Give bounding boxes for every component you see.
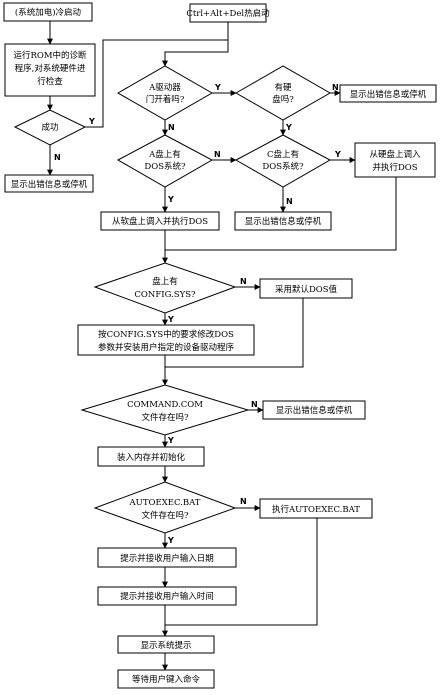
label-ados-no: N <box>214 150 221 159</box>
node-prompt-date-label: 提示并接收用户输入日期 <box>120 553 214 564</box>
node-autoexec-check-line-2: 文件存在吗? <box>141 510 189 521</box>
label-autoexec-no: N <box>240 497 247 506</box>
node-command-check-line-1: COMMAND.COM <box>127 400 203 410</box>
node-show-error-3-label: 显示出错信息或停机 <box>245 216 322 227</box>
node-show-error-1: 显示出错信息或停机 <box>4 174 94 193</box>
node-rom-diag-line-3: 行检查 <box>37 76 63 87</box>
node-command-check-line-2: 文件存在吗? <box>141 412 189 423</box>
edge-success-merge <box>85 39 228 128</box>
edge-default-merge <box>165 298 304 368</box>
node-a-dos: A盘上有 DOS系统? <box>116 134 214 188</box>
node-run-autoexec: 执行AUTOEXEC.BAT <box>259 498 373 519</box>
node-prompt-date: 提示并接收用户输入日期 <box>97 547 237 568</box>
node-config-check-line-1: 盘上有 <box>152 276 178 287</box>
node-a-dos-line-1: A盘上有 <box>148 149 181 160</box>
node-show-error-2: 显示出错信息或停机 <box>339 84 437 103</box>
edge-run-merge <box>165 518 318 626</box>
node-has-hdd-line-1: 有硬 <box>274 82 292 93</box>
node-wait-command: 等待用户键入命令 <box>117 669 215 689</box>
node-load-from-hdd: 从硬盘上调入 并执行DOS <box>354 142 436 178</box>
label-config-no: N <box>240 277 247 286</box>
node-config-apply: 按CONFIG.SYS中的要求修改DOS 参数并安装用户指定的设备驱动程序 <box>77 324 255 356</box>
node-success: 成功 <box>13 109 87 146</box>
label-autoexec-yes: Y <box>167 536 174 545</box>
node-rom-diag-line-1: 运行ROM中的诊断 <box>13 50 87 61</box>
edge-labels: Y N Y N N Y N Y N Y N Y N Y N Y <box>54 83 341 545</box>
node-cold-boot: (系统加电)冷启动 <box>3 2 93 22</box>
label-command-yes: Y <box>167 436 174 445</box>
node-c-dos-line-2: DOS系统? <box>262 161 304 172</box>
node-prompt-time: 提示并接收用户输入时间 <box>97 586 237 606</box>
node-a-dos-line-2: DOS系统? <box>144 161 186 172</box>
label-drivea-yes: Y <box>214 83 221 92</box>
node-rom-diag: 运行ROM中的诊断 程序,对系统硬件进 行检查 <box>4 43 96 97</box>
node-autoexec-check: AUTOEXEC.BAT 文件存在吗? <box>93 481 237 534</box>
edge-hddload-merge <box>165 177 397 251</box>
nodes: (系统加电)冷启动 Ctrl+Alt+Del热启动 运行ROM中的诊断 程序,对… <box>3 2 437 689</box>
label-ados-yes: Y <box>167 195 174 204</box>
node-show-prompt: 显示系统提示 <box>117 635 215 654</box>
label-cdos-yes: Y <box>334 150 341 159</box>
node-show-error-1-label: 显示出错信息或停机 <box>11 179 88 190</box>
node-show-prompt-label: 显示系统提示 <box>140 640 191 651</box>
node-load-from-hdd-line-1: 从硬盘上调入 <box>369 149 421 160</box>
node-drive-a-line-2: 门开着吗? <box>146 94 185 105</box>
node-has-hdd-line-2: 盘吗? <box>272 94 294 105</box>
label-cdos-no: N <box>286 197 293 206</box>
node-run-autoexec-label: 执行AUTOEXEC.BAT <box>272 504 360 515</box>
label-command-no: N <box>251 400 258 409</box>
node-load-from-floppy: 从软盘上调入并执行DOS <box>100 211 220 231</box>
node-warm-boot: Ctrl+Alt+Del热启动 <box>186 3 270 23</box>
label-hdd-no: N <box>332 83 339 92</box>
node-config-check: 盘上有 CONFIG.SYS? <box>93 262 237 314</box>
node-load-from-floppy-label: 从软盘上调入并执行DOS <box>112 216 208 227</box>
node-drive-a-line-1: A驱动器 <box>148 82 181 93</box>
node-c-dos: C盘上有 DOS系统? <box>234 134 332 188</box>
node-rom-diag-line-2: 程序,对系统硬件进 <box>15 63 86 74</box>
label-success-no: N <box>54 153 61 162</box>
node-load-memory-label: 装入内存并初始化 <box>117 452 186 463</box>
node-command-check: COMMAND.COM 文件存在吗? <box>80 384 250 436</box>
node-show-error-3: 显示出错信息或停机 <box>234 211 332 231</box>
node-success-label: 成功 <box>41 122 58 133</box>
node-autoexec-check-line-1: AUTOEXEC.BAT <box>129 498 201 508</box>
label-hdd-yes: Y <box>285 123 292 132</box>
label-config-yes: Y <box>167 315 174 324</box>
node-config-check-line-2: CONFIG.SYS? <box>134 290 196 300</box>
node-drive-a: A驱动器 门开着吗? <box>116 65 214 121</box>
node-prompt-time-label: 提示并接收用户输入时间 <box>120 591 214 602</box>
node-show-error-4: 显示出错信息或停机 <box>262 400 366 420</box>
node-warm-boot-label: Ctrl+Alt+Del热启动 <box>186 8 270 19</box>
label-success-yes: Y <box>88 117 95 126</box>
edges <box>47 21 397 671</box>
node-cold-boot-label: (系统加电)冷启动 <box>15 7 82 18</box>
label-drivea-no: N <box>168 123 175 132</box>
node-show-error-4-label: 显示出错信息或停机 <box>276 405 353 416</box>
node-c-dos-line-1: C盘上有 <box>267 149 299 160</box>
node-default-dos-label: 采用默认DOS值 <box>275 284 338 295</box>
node-load-from-hdd-line-2: 并执行DOS <box>372 162 417 173</box>
node-config-apply-line-1: 按CONFIG.SYS中的要求修改DOS <box>98 329 234 340</box>
node-has-hdd: 有硬 盘吗? <box>234 65 332 121</box>
node-default-dos: 采用默认DOS值 <box>259 278 353 299</box>
node-show-error-2-label: 显示出错信息或停机 <box>350 89 427 100</box>
node-load-memory: 装入内存并初始化 <box>97 446 205 467</box>
node-wait-command-label: 等待用户键入命令 <box>132 674 201 685</box>
edge-warm-drivea <box>162 22 229 67</box>
node-config-apply-line-2: 参数并安装用户指定的设备驱动程序 <box>98 342 235 353</box>
